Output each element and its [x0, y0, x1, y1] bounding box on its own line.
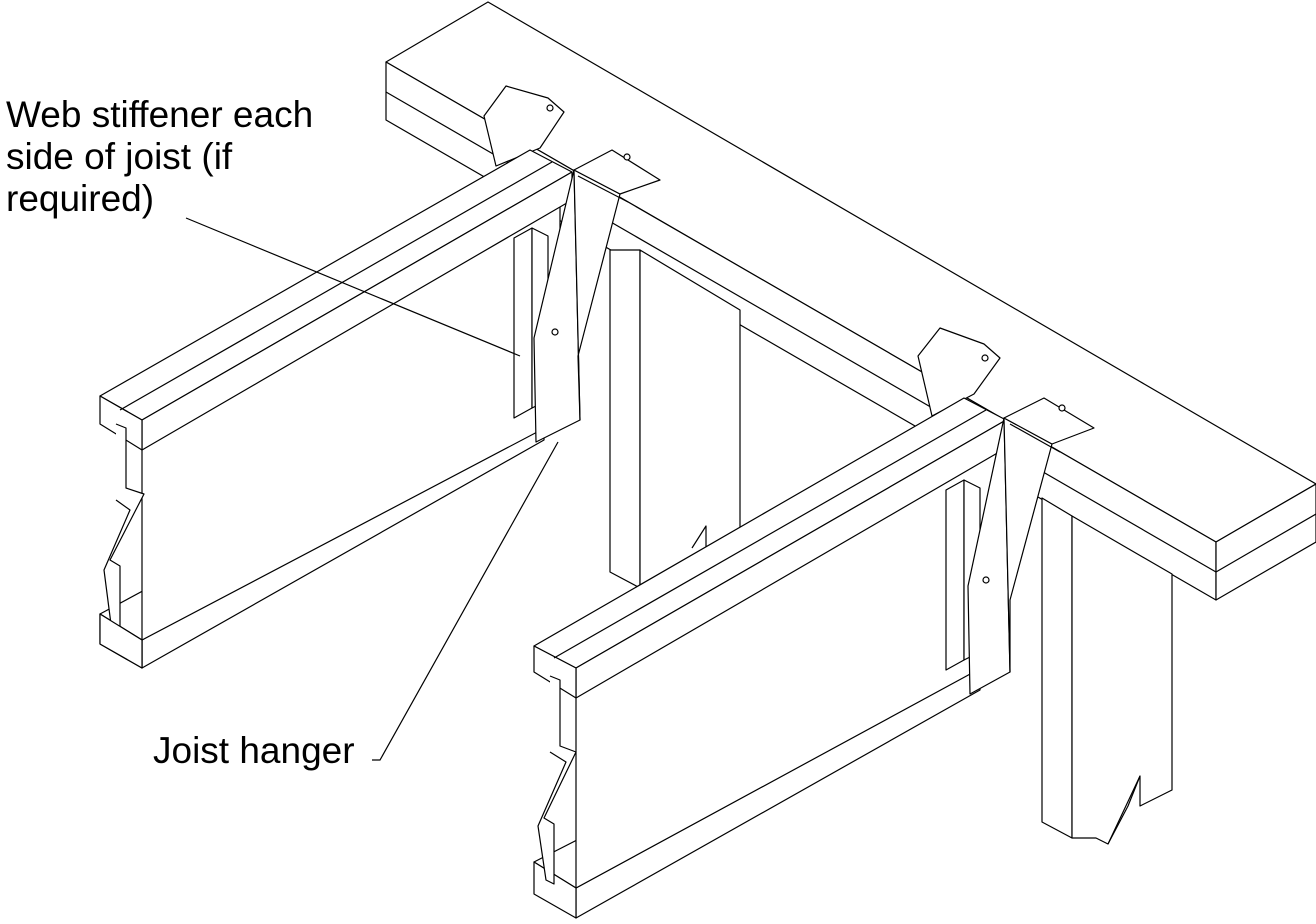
post-face	[1041, 497, 1073, 839]
post-side	[1071, 515, 1173, 845]
hanger-bend-line	[577, 175, 629, 203]
label-joist-hanger: Joist hanger	[153, 730, 355, 771]
hanger-top-flange	[573, 149, 661, 195]
joist-hanger-left	[533, 149, 661, 443]
top-flange-groove	[553, 409, 987, 659]
leader-line-web-stiffener	[185, 217, 521, 357]
support-post-right	[1041, 497, 1173, 845]
nail-hole-icon	[1058, 404, 1066, 412]
header-beam-end-ply-line	[1215, 513, 1316, 573]
top-flange-end	[533, 645, 577, 699]
label-web-stiffener-line3: required)	[6, 178, 155, 219]
leader-line-joist-hanger	[372, 441, 559, 761]
web-stiffener-left	[513, 227, 533, 419]
nail-hole-icon	[551, 328, 559, 336]
web-end-break	[537, 675, 577, 885]
i-joist-left	[99, 149, 573, 669]
label-web-stiffener: Web stiffener each side of joist (if req…	[6, 94, 313, 220]
bottom-flange-end	[533, 861, 577, 919]
bottom-flange-end-face	[99, 613, 143, 669]
nail-hole-icon	[623, 153, 631, 161]
post-break	[1107, 775, 1141, 845]
hanger-bend-line	[1009, 423, 1061, 453]
post-face	[609, 249, 641, 589]
header-beam-end-face	[1215, 483, 1316, 601]
support-post-left	[609, 249, 741, 589]
post-break	[691, 525, 707, 549]
label-web-stiffener-line2: side of joist (if	[6, 136, 233, 177]
hanger-flange-back-left	[483, 85, 565, 167]
web-end-break	[103, 423, 145, 637]
hanger-top-flange	[1003, 397, 1095, 445]
nail-hole-icon	[546, 104, 554, 112]
nail-hole-icon	[982, 576, 990, 584]
web-stiffener-right	[945, 479, 965, 671]
joist-hanger-right	[967, 397, 1095, 695]
i-joist-right	[533, 397, 1007, 919]
nail-hole-icon	[981, 354, 989, 362]
top-flange-end	[99, 395, 143, 451]
label-web-stiffener-line1: Web stiffener each	[6, 94, 314, 135]
top-flange-groove	[119, 161, 553, 411]
